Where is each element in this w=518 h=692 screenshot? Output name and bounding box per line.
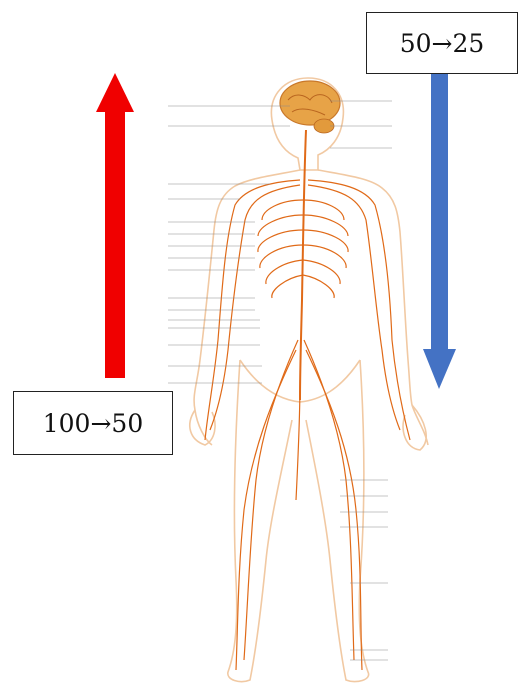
red-up-arrow [96, 73, 134, 378]
top-right-label: 50→25 [366, 12, 518, 74]
leader-lines [168, 101, 392, 660]
blue-down-arrow [423, 73, 456, 389]
top-right-label-text: 50→25 [400, 29, 485, 58]
brain [280, 81, 340, 133]
bottom-left-label: 100→50 [13, 391, 173, 455]
body-outline [190, 78, 428, 682]
bottom-left-label-text: 100→50 [43, 409, 143, 438]
